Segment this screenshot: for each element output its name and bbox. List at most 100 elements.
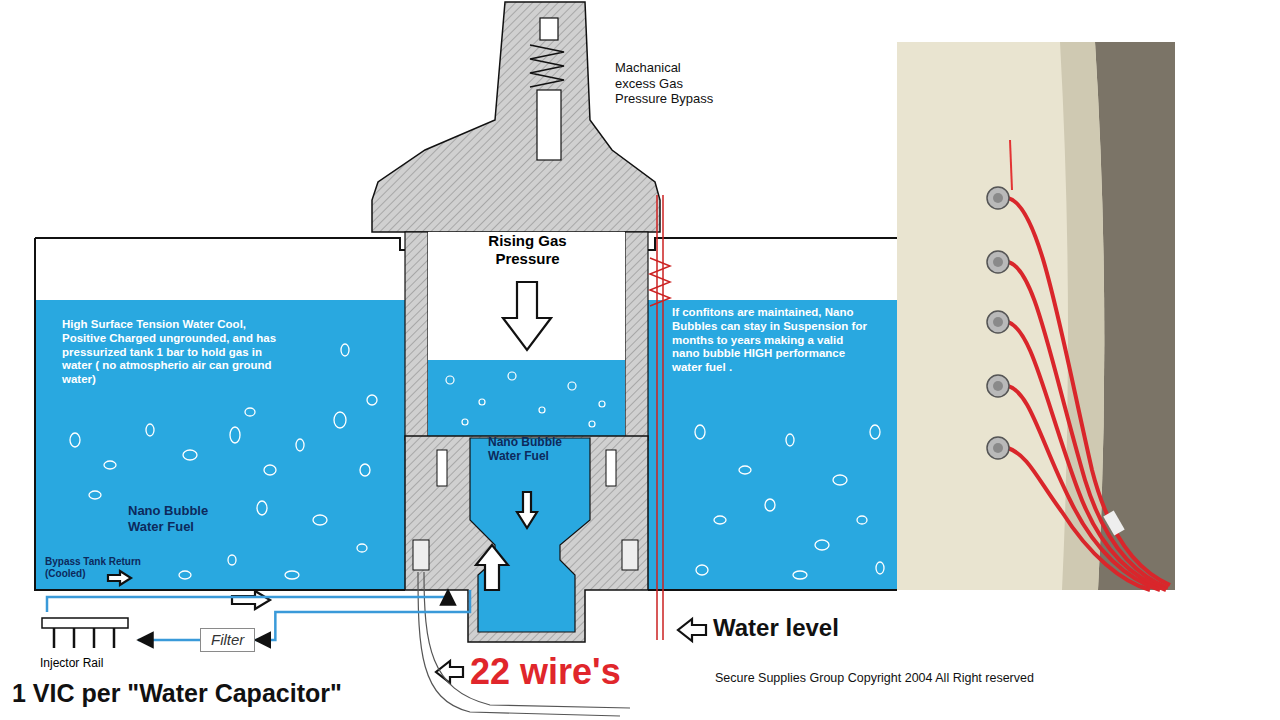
bolt-head xyxy=(993,193,1003,203)
water-fill xyxy=(35,300,405,590)
bolt xyxy=(413,540,429,570)
cell-wall xyxy=(625,232,648,440)
flow-arrow xyxy=(517,492,537,528)
level-coil xyxy=(650,258,670,306)
bubble xyxy=(245,408,255,416)
bubble xyxy=(714,516,726,524)
bubble xyxy=(589,421,595,427)
red-wires xyxy=(1008,198,1170,590)
pipe-connector xyxy=(47,590,448,612)
wire xyxy=(1008,322,1166,590)
bubble xyxy=(508,372,516,380)
tank-outline xyxy=(648,238,897,590)
bubble xyxy=(367,395,377,405)
wires xyxy=(418,572,630,716)
tank-note: High Surface Tension Water Cool, Positiv… xyxy=(62,318,287,387)
filter-label: Filter xyxy=(211,631,244,649)
water-tank: If confitons are maintained, Nano Bubble… xyxy=(660,238,897,590)
bubble xyxy=(360,464,370,476)
bubbles xyxy=(446,372,605,427)
wire xyxy=(1010,140,1012,190)
rail-label: Injector Rail xyxy=(40,656,136,670)
filter-box: Filter xyxy=(200,628,255,652)
bubble xyxy=(341,344,349,356)
bubble xyxy=(695,425,705,439)
injector-rail: Injector Rail xyxy=(38,612,138,682)
flow-arrow xyxy=(476,545,508,590)
pointer-arrow xyxy=(678,619,706,641)
bolt xyxy=(987,251,1009,273)
wire xyxy=(424,572,630,708)
wire xyxy=(1008,386,1160,590)
pipe-connector xyxy=(138,639,200,642)
bubble xyxy=(870,425,880,439)
bubble xyxy=(296,439,304,451)
bubble xyxy=(89,491,101,499)
wire xyxy=(1008,262,1168,588)
bubble xyxy=(179,571,191,579)
bubble xyxy=(70,433,80,447)
valve-spring xyxy=(530,45,564,87)
copyright-note: Secure Supplies Group Copyright 2004 All… xyxy=(715,671,1034,686)
bubble xyxy=(568,382,576,390)
bubble xyxy=(257,501,267,515)
pipe-label: Bypass Tank Return (Cooled) xyxy=(45,556,155,580)
electrolysis-cell: Rising Gas PressureNano Bubble Water Fue… xyxy=(430,228,625,590)
bubble xyxy=(264,465,276,475)
bubble xyxy=(857,516,867,524)
tank-outline xyxy=(35,238,405,590)
bubble xyxy=(876,562,884,574)
chamber-label: Nano Bubble Water Fuel xyxy=(488,435,568,464)
photo-background xyxy=(897,42,1175,590)
bubble xyxy=(183,450,197,460)
inner-cavity xyxy=(470,438,590,632)
bubble xyxy=(739,466,751,474)
injector-nozzle xyxy=(53,628,56,648)
valve-plug xyxy=(540,18,558,40)
bubble xyxy=(833,475,847,485)
flow-arrow xyxy=(232,591,270,609)
water-tank: High Surface Tension Water Cool, Positiv… xyxy=(35,238,405,590)
bolt xyxy=(622,540,638,570)
bubble xyxy=(599,401,605,407)
bubble xyxy=(696,565,708,575)
rail-shape xyxy=(38,612,138,682)
bolt-head xyxy=(993,257,1003,267)
bubble xyxy=(815,540,829,550)
fuel-rail xyxy=(42,618,128,628)
pressure-arrow xyxy=(503,282,551,350)
bolts xyxy=(987,187,1009,459)
bubble xyxy=(230,427,240,443)
bubble xyxy=(285,571,299,579)
bubble xyxy=(104,461,116,469)
bolt-head xyxy=(993,317,1003,327)
bubble xyxy=(146,424,154,436)
zip-tie xyxy=(1103,510,1124,535)
injector-nozzle xyxy=(93,628,96,648)
note-label: 1 VIC per "Water Capacitor" xyxy=(12,678,342,708)
photo xyxy=(897,42,1175,590)
water-fill xyxy=(648,300,897,590)
gas-space xyxy=(428,232,625,360)
bolt xyxy=(987,311,1009,333)
bubble xyxy=(539,407,545,413)
chamber-water xyxy=(428,360,625,436)
bolt-head xyxy=(993,443,1003,453)
bolt xyxy=(987,375,1009,397)
bubble xyxy=(786,434,794,446)
electrode-slot xyxy=(437,450,447,486)
bubble xyxy=(479,399,485,405)
part-label: Machanical excess Gas Pressure Bypass xyxy=(615,60,720,107)
bubble xyxy=(765,499,775,511)
bolt xyxy=(987,437,1009,459)
bubble xyxy=(446,376,454,384)
housing-cap xyxy=(372,2,660,232)
electrode-slot xyxy=(606,450,616,486)
bubble xyxy=(357,544,367,552)
wire xyxy=(1008,448,1150,590)
bolt xyxy=(987,187,1009,209)
cell-wall xyxy=(405,232,428,440)
level-label: Water level xyxy=(713,614,839,643)
